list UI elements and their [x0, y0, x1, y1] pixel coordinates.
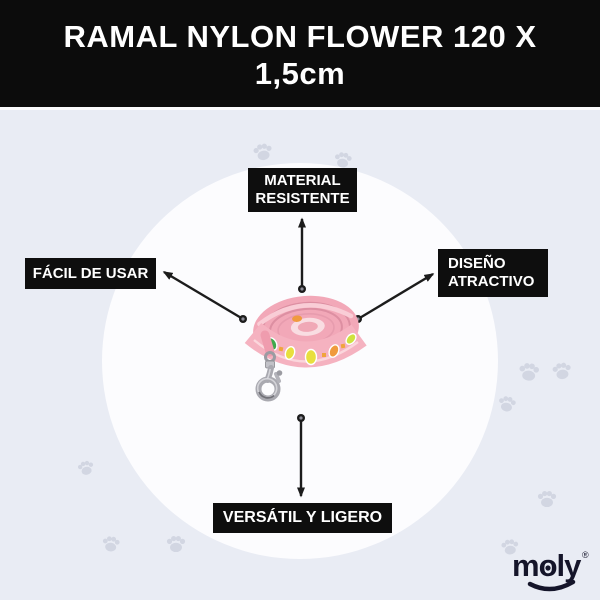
- feature-label-text: VERSÁTIL Y LIGERO: [222, 509, 383, 526]
- feature-label-diseno-atractivo: DISEÑO ATRACTIVO: [438, 249, 548, 297]
- paw-icon: [551, 361, 573, 381]
- paw-icon: [101, 535, 121, 553]
- paw-icon: [77, 459, 95, 477]
- page-title-line-1: RAMAL NYLON FLOWER 120 X: [63, 18, 537, 54]
- feature-label-material-resistente: MATERIAL RESISTENTE: [248, 168, 357, 212]
- paw-icon: [497, 395, 517, 413]
- paw-icon: [518, 362, 540, 382]
- feature-label-text: DISEÑO ATRACTIVO: [448, 255, 535, 290]
- feature-label-facil-de-usar: FÁCIL DE USAR: [25, 258, 156, 289]
- leash-strap-end: [260, 330, 275, 357]
- brand-name-text: moly: [512, 548, 582, 583]
- paw-icon: [252, 142, 274, 162]
- logo-eye-dot: [545, 565, 551, 571]
- page-title-line-2: 1,5cm: [254, 55, 346, 91]
- feature-label-versatil-y-ligero: VERSÁTIL Y LIGERO: [213, 503, 392, 533]
- feature-label-text: FÁCIL DE USAR: [32, 265, 149, 282]
- paw-icon: [537, 490, 557, 508]
- header-bar: RAMAL NYLON FLOWER 120 X 1,5cm: [0, 0, 600, 110]
- brand-logo-moly: moly ®: [512, 548, 589, 592]
- product-image-leash: [244, 295, 367, 402]
- metal-snap-hook: [255, 351, 283, 402]
- logo-smile-arc: [527, 579, 576, 592]
- registered-trademark-symbol: ®: [582, 550, 589, 560]
- paw-icon: [166, 535, 186, 553]
- feature-label-text: MATERIAL RESISTENTE: [255, 172, 350, 207]
